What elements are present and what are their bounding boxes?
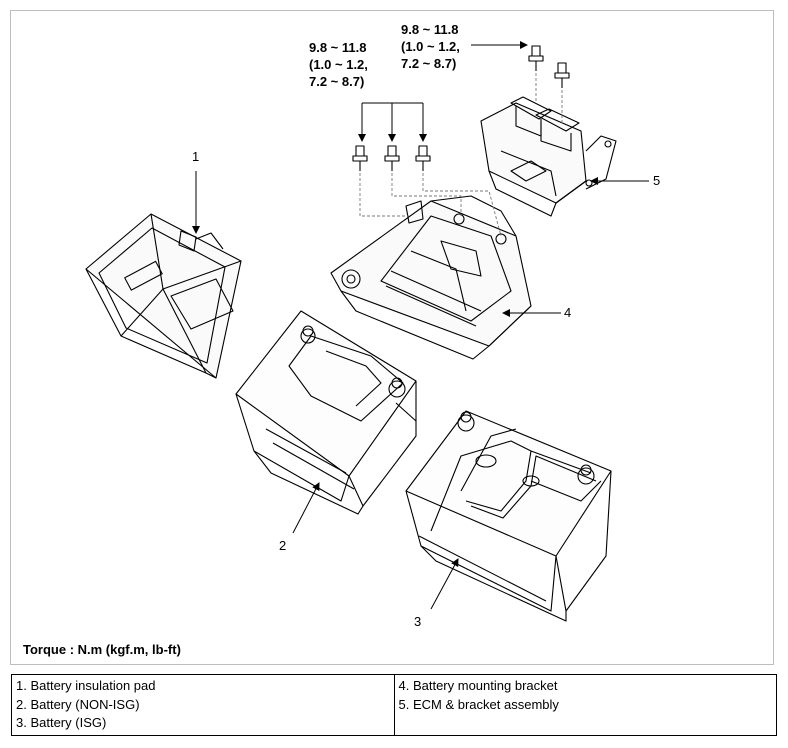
torque-spec-line: 7.2 ~ 8.7) bbox=[401, 56, 457, 71]
legend-item: 3. Battery (ISG) bbox=[16, 715, 107, 730]
callout-leaders bbox=[192, 171, 649, 610]
callout-2: 2 bbox=[279, 538, 287, 553]
callout-5: 5 bbox=[653, 173, 661, 188]
legend-right-column: 4. Battery mounting bracket 5. ECM & bra… bbox=[393, 674, 777, 736]
torque-units-label: Torque : N.m (kgf.m, lb-ft) bbox=[23, 642, 181, 657]
bolt-group-left bbox=[352, 145, 431, 171]
torque-spec-line: (1.0 ~ 1.2, bbox=[309, 57, 368, 72]
callout-4: 4 bbox=[564, 305, 572, 320]
torque-spec-left: 9.8 ~ 11.8 (1.0 ~ 1.2, 7.2 ~ 8.7) bbox=[309, 39, 368, 90]
battery-isg-drawing bbox=[405, 410, 612, 622]
battery-assembly-drawing bbox=[85, 41, 649, 622]
bolt-group-right bbox=[528, 45, 570, 88]
battery-mounting-bracket-drawing bbox=[330, 195, 532, 360]
torque-spec-line: (1.0 ~ 1.2, bbox=[401, 39, 460, 54]
parts-legend-table: 1. Battery insulation pad 2. Battery (NO… bbox=[11, 674, 777, 736]
torque-spec-line: 7.2 ~ 8.7) bbox=[309, 74, 365, 89]
legend-left-column: 1. Battery insulation pad 2. Battery (NO… bbox=[11, 674, 395, 736]
legend-item: 4. Battery mounting bracket bbox=[398, 678, 558, 693]
legend-item: 1. Battery insulation pad bbox=[16, 678, 156, 693]
battery-insulation-pad-drawing bbox=[85, 213, 242, 379]
callout-3: 3 bbox=[414, 614, 422, 629]
torque-spec-right: 9.8 ~ 11.8 (1.0 ~ 1.2, 7.2 ~ 8.7) bbox=[401, 21, 460, 72]
legend-item: 5. ECM & bracket assembly bbox=[398, 696, 559, 712]
torque-spec-line: 9.8 ~ 11.8 bbox=[401, 22, 459, 37]
battery-non-isg-drawing bbox=[235, 310, 417, 515]
legend-item: 2. Battery (NON-ISG) bbox=[16, 696, 140, 712]
torque-arrows bbox=[358, 41, 528, 142]
ecm-bracket-assembly-drawing bbox=[480, 96, 617, 217]
alignment-lines bbox=[359, 73, 563, 237]
exploded-view-figure: 9.8 ~ 11.8 (1.0 ~ 1.2, 7.2 ~ 8.7) 9.8 ~ … bbox=[10, 10, 774, 665]
torque-spec-line: 9.8 ~ 11.8 bbox=[309, 40, 367, 55]
callout-1: 1 bbox=[192, 149, 200, 164]
